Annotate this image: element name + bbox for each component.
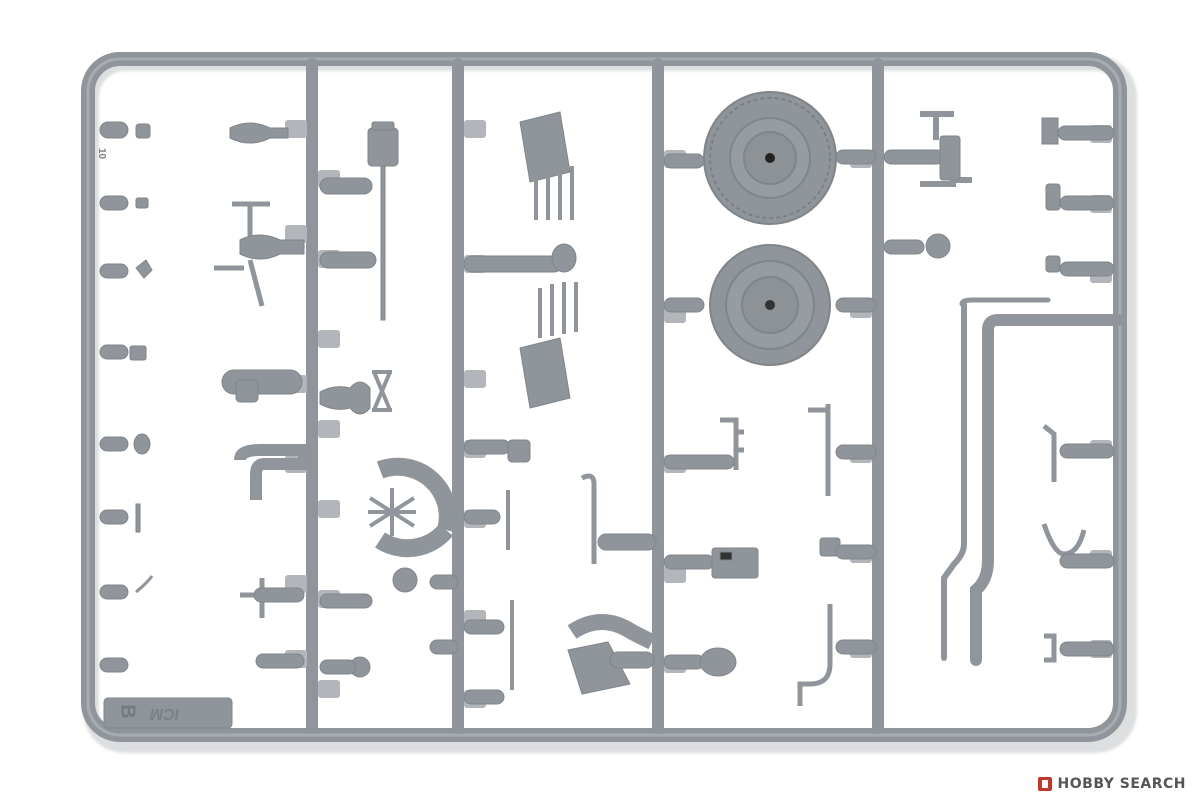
- sprue-part-letter: B: [116, 704, 139, 719]
- left-column-parts: [99, 121, 154, 673]
- hobby-search-watermark: HOBBY SEARCH: [1037, 776, 1186, 792]
- column-7-parts: [1041, 117, 1115, 663]
- sprue-brand-mark: ICM: [150, 705, 180, 722]
- column-6-parts: [797, 111, 972, 706]
- column-2-parts: [214, 122, 310, 669]
- sprue-frame-highlight: [86, 57, 1122, 737]
- sprue-label-tab: [103, 697, 233, 729]
- hobby-search-logo-icon: [1037, 777, 1052, 791]
- fan-part: [368, 488, 416, 536]
- sprue-part-number-mark: 10: [96, 147, 108, 160]
- exhaust-pipe: [941, 297, 1124, 666]
- wheel-rim: [709, 244, 831, 366]
- column-5-parts: [663, 149, 877, 677]
- column-3-parts: [319, 121, 457, 678]
- vertical-runners: [306, 58, 884, 734]
- column-4-parts: [429, 111, 657, 705]
- spare-wheel-tire: [703, 91, 837, 225]
- watermark-text: HOBBY SEARCH: [1057, 776, 1186, 792]
